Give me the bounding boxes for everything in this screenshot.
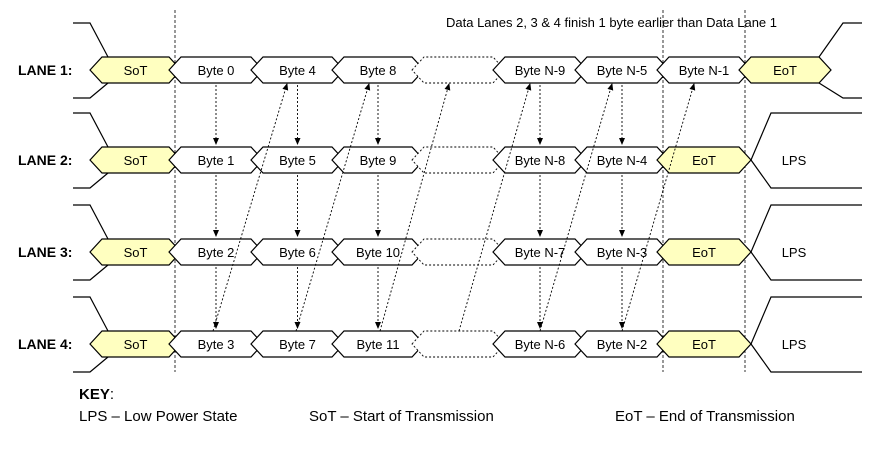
lps-signal-bottom bbox=[750, 251, 862, 281]
lead-in-signal-top bbox=[73, 112, 109, 148]
gap-cell bbox=[411, 56, 506, 84]
cell-label-byte-n-5: Byte N-5 bbox=[597, 63, 648, 78]
wrap-arrow bbox=[212, 83, 289, 332]
lead-in-signal-bottom bbox=[73, 264, 109, 281]
gap-cell bbox=[411, 238, 506, 266]
key-title-word: KEY bbox=[79, 386, 110, 403]
lead-in-signal-bottom bbox=[73, 356, 109, 373]
cell-label-sot: SoT bbox=[124, 337, 148, 352]
cell-label-byte-n-6: Byte N-6 bbox=[515, 337, 566, 352]
timing-note: Data Lanes 2, 3 & 4 finish 1 byte earlie… bbox=[446, 15, 777, 30]
lane-2: LANE 2: SoT Byte 1 Byte 5 Byte 9 Byte N-8 Byte… bbox=[18, 112, 862, 189]
cell-label-byte-1: Byte 1 bbox=[198, 153, 235, 168]
cell-label-sot: SoT bbox=[124, 153, 148, 168]
lane-label: LANE 4: bbox=[18, 336, 72, 352]
cell-label-sot: SoT bbox=[124, 63, 148, 78]
key-item-eot: EoT – End of Transmission bbox=[615, 408, 795, 425]
cell-label-byte-9: Byte 9 bbox=[360, 153, 397, 168]
lps-label: LPS bbox=[782, 337, 807, 352]
lead-in-signal-top bbox=[73, 204, 109, 240]
lead-in-signal-bottom bbox=[73, 172, 109, 189]
cell-label-byte-10: Byte 10 bbox=[356, 245, 400, 260]
lane-1: LANE 1: SoT Byte 0 Byte 4 Byte 8 Byte N-9 Byte… bbox=[18, 22, 862, 99]
wrap-arrow bbox=[539, 83, 614, 332]
gap-cell bbox=[411, 146, 506, 174]
cell-label-eot: EoT bbox=[773, 63, 797, 78]
key-title-colon: : bbox=[109, 386, 115, 403]
cell-label-eot: EoT bbox=[692, 245, 716, 260]
lps-signal-top bbox=[750, 204, 862, 253]
cell-label-byte-4: Byte 4 bbox=[279, 63, 316, 78]
lps-signal-top bbox=[750, 112, 862, 161]
cell-label-byte-11: Byte 11 bbox=[356, 337, 399, 352]
key-legend: KEY: LPS – Low Power State SoT – Start o… bbox=[79, 386, 859, 436]
key-item-sot: SoT – Start of Transmission bbox=[309, 408, 494, 425]
cell-label-byte-6: Byte 6 bbox=[279, 245, 316, 260]
cell-label-byte-n-4: Byte N-4 bbox=[597, 153, 648, 168]
key-item-lps: LPS – Low Power State bbox=[79, 408, 238, 425]
lps-signal-bottom bbox=[750, 343, 862, 373]
lane-label: LANE 3: bbox=[18, 244, 72, 260]
cell-label-byte-n-1: Byte N-1 bbox=[679, 63, 730, 78]
cell-label-byte-n-8: Byte N-8 bbox=[515, 153, 566, 168]
key-title: KEY: bbox=[79, 386, 114, 403]
cell-label-byte-n-7: Byte N-7 bbox=[515, 245, 566, 260]
lps-signal-top bbox=[818, 22, 862, 58]
cell-label-byte-8: Byte 8 bbox=[360, 63, 397, 78]
lane-3: LANE 3: SoT Byte 2 Byte 6 Byte 10 Byte N-7 Byt… bbox=[18, 204, 862, 281]
wrap-arrow bbox=[295, 83, 371, 332]
cell-label-byte-n-3: Byte N-3 bbox=[597, 245, 648, 260]
lane-label: LANE 1: bbox=[18, 62, 72, 78]
byte-order-arrows bbox=[212, 83, 696, 332]
lps-label: LPS bbox=[782, 245, 807, 260]
lane-label: LANE 2: bbox=[18, 152, 72, 168]
wrap-arrow bbox=[379, 83, 451, 332]
gap-cell bbox=[411, 330, 506, 358]
eot-cell bbox=[738, 56, 832, 84]
wrap-arrow bbox=[621, 83, 696, 332]
cell-label-byte-2: Byte 2 bbox=[198, 245, 235, 260]
cell-label-byte-3: Byte 3 bbox=[198, 337, 235, 352]
lead-in-signal-top bbox=[73, 22, 109, 58]
lps-label: LPS bbox=[782, 153, 807, 168]
lead-in-signal-bottom bbox=[73, 82, 109, 99]
cell-label-byte-7: Byte 7 bbox=[279, 337, 316, 352]
lps-signal-bottom bbox=[750, 159, 862, 189]
cell-label-eot: EoT bbox=[692, 337, 716, 352]
cell-label-sot: SoT bbox=[124, 245, 148, 260]
cell-label-byte-0: Byte 0 bbox=[198, 63, 235, 78]
lane-4: LANE 4: SoT Byte 3 Byte 7 Byte 11 Byte N-6 Byt… bbox=[18, 296, 862, 373]
lps-signal-top bbox=[750, 296, 862, 345]
cell-label-eot: EoT bbox=[692, 153, 716, 168]
cell-label-byte-n-2: Byte N-2 bbox=[597, 337, 648, 352]
lps-signal-bottom bbox=[818, 82, 862, 99]
cell-label-byte-n-9: Byte N-9 bbox=[515, 63, 566, 78]
wrap-arrow bbox=[458, 83, 532, 332]
cell-label-byte-5: Byte 5 bbox=[279, 153, 316, 168]
lead-in-signal-top bbox=[73, 296, 109, 332]
